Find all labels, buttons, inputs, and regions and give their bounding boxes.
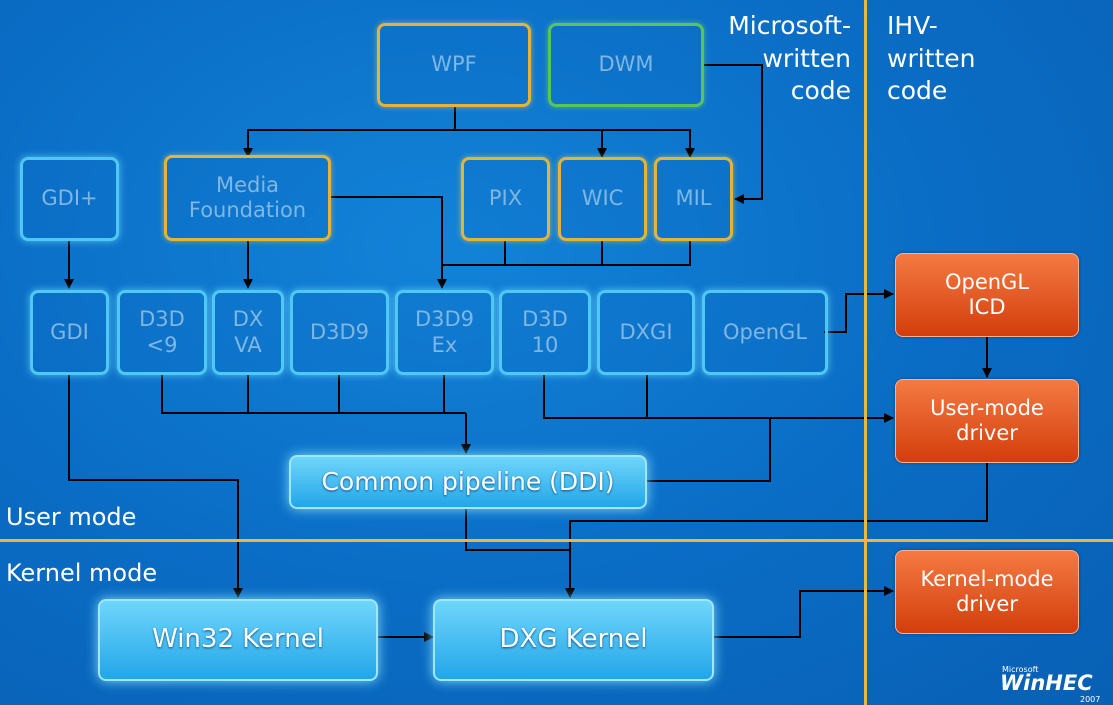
gdi-label: GDI [50, 319, 89, 344]
common-pipeline-box[interactable]: Common pipeline (DDI) [289, 455, 647, 509]
dxva-box[interactable]: DX VA [212, 290, 284, 375]
d3d-lt9-label: D3D <9 [139, 307, 185, 357]
wic-label: WIC [581, 186, 624, 211]
winhec-logo: Microsoft WinHEC 2007 [996, 665, 1108, 704]
opengl-icd-box[interactable]: OpenGL ICD [895, 253, 1079, 337]
user-kernel-divider [0, 539, 1113, 542]
user-mode-label: User mode [6, 503, 137, 531]
dxg-kernel-label: DXG Kernel [499, 624, 648, 655]
dwm-label: DWM [598, 52, 654, 77]
gdi-to-win32-kernel-arrow [68, 375, 243, 598]
d3d10-to-user-mode-driver-arrow [543, 375, 894, 423]
logo-name: WinHEC [1000, 671, 1093, 695]
dxgi-label: DXGI [619, 319, 673, 344]
kernel-mode-driver-label: Kernel-mode driver [920, 566, 1054, 616]
wpf-box[interactable]: WPF [377, 23, 531, 107]
api-to-pipeline-bus [161, 375, 466, 414]
d3d9ex-label: D3D9 Ex [414, 307, 475, 357]
opengl-to-icd-arrow [824, 289, 894, 333]
microsoft-ihv-divider [864, 0, 867, 705]
mil-label: MIL [675, 186, 712, 211]
pipeline-to-user-mode-driver-line [645, 418, 771, 482]
microsoft-written-code-label: Microsoft- written code [728, 11, 851, 105]
pix-box[interactable]: PIX [461, 157, 550, 241]
wpf-to-media-foundation-arrow [243, 105, 456, 158]
d3d10-label: D3D 10 [522, 307, 568, 357]
mil-to-d3d9ex-line [602, 240, 691, 266]
gdi-box[interactable]: GDI [30, 290, 109, 375]
wic-box[interactable]: WIC [558, 157, 647, 241]
wpf-to-mil-arrow [602, 129, 695, 158]
d3d9-box[interactable]: D3D9 [290, 290, 389, 375]
ihv-written-code-label: IHV- written code [887, 11, 976, 105]
wpf-label: WPF [431, 52, 477, 77]
dxg-kernel-to-kernel-mode-driver-arrow [705, 586, 894, 642]
dxva-label: DX VA [232, 307, 264, 357]
wpf-to-wic-arrow [455, 129, 607, 158]
d3d9-label: D3D9 [309, 319, 370, 344]
pipeline-to-dxg-kernel-arrow [465, 508, 575, 598]
dxgi-box[interactable]: DXGI [597, 290, 695, 375]
dxg-kernel-box[interactable]: DXG Kernel [433, 599, 714, 681]
opengl-label: OpenGL [722, 319, 808, 344]
user-mode-driver-box[interactable]: User-mode driver [895, 379, 1079, 463]
logo-brand: Microsoft [1002, 665, 1039, 674]
gdiplus-label: GDI+ [41, 186, 98, 211]
media-foundation-box[interactable]: Media Foundation [164, 155, 331, 241]
media-foundation-label: Media Foundation [188, 172, 307, 222]
mil-box[interactable]: MIL [654, 157, 733, 241]
kernel-mode-driver-box[interactable]: Kernel-mode driver [895, 550, 1079, 634]
d3d10-box[interactable]: D3D 10 [499, 290, 591, 375]
media-foundation-to-d3d9ex-arrow [330, 196, 447, 289]
kernel-mode-label: Kernel mode [6, 559, 158, 587]
dwm-box[interactable]: DWM [548, 23, 704, 107]
logo-year: 2007 [1080, 695, 1101, 704]
opengl-box[interactable]: OpenGL [702, 290, 828, 375]
dwm-to-mil-arrow [703, 64, 763, 204]
common-pipeline-label: Common pipeline (DDI) [321, 467, 615, 496]
win32-kernel-box[interactable]: Win32 Kernel [98, 599, 378, 681]
user-mode-driver-to-dxg-kernel-arrow [565, 461, 988, 598]
gdiplus-box[interactable]: GDI+ [20, 157, 119, 241]
win32-kernel-label: Win32 Kernel [152, 624, 324, 655]
d3d9ex-box[interactable]: D3D9 Ex [395, 290, 494, 375]
wic-to-d3d9ex-line [505, 240, 603, 266]
user-mode-driver-label: User-mode driver [930, 395, 1044, 445]
opengl-icd-label: OpenGL ICD [944, 269, 1030, 319]
d3d-lt9-box[interactable]: D3D <9 [117, 290, 207, 375]
pix-wic-mil-to-d3d9ex-line [442, 240, 506, 266]
pix-label: PIX [488, 186, 523, 211]
